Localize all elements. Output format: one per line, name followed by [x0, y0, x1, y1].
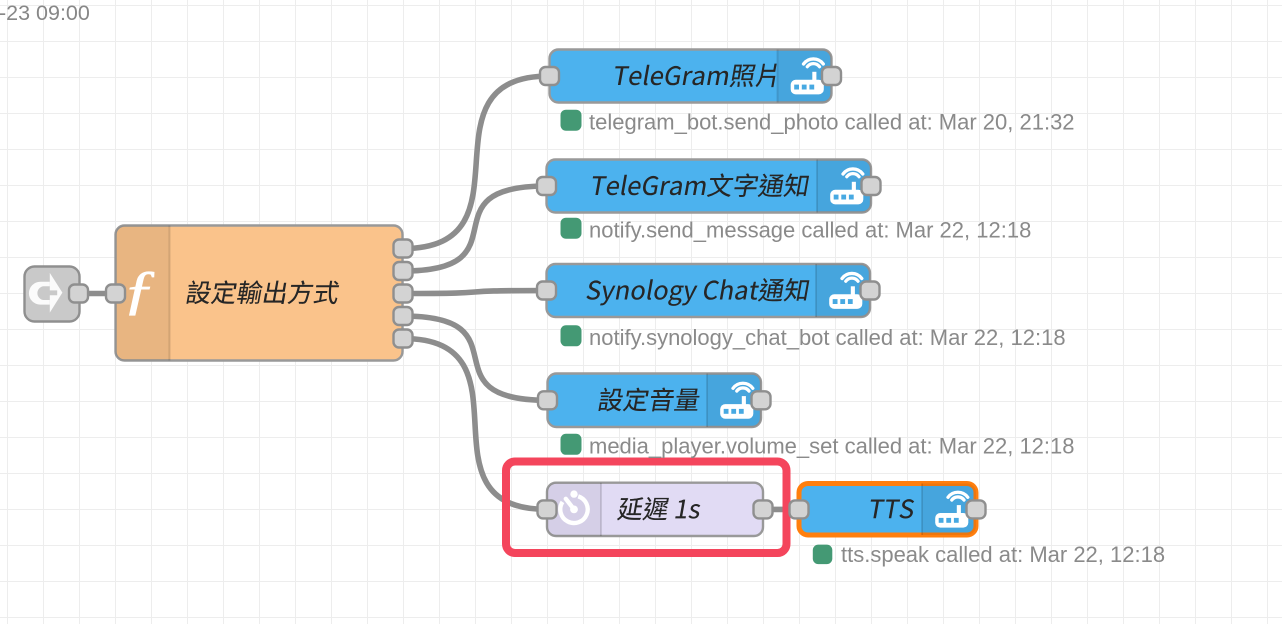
svg-text:notify.send_message called at:: notify.send_message called at: Mar 22, 1… [589, 218, 1031, 243]
svg-text:telegram_bot.send_photo called: telegram_bot.send_photo called at: Mar 2… [589, 110, 1075, 135]
svg-text:tts.speak called at: Mar 22, 1: tts.speak called at: Mar 22, 12:18 [841, 542, 1165, 567]
svg-text:-23 09:00: -23 09:00 [0, 1, 90, 25]
svg-text:media_player.volume_set called: media_player.volume_set called at: Mar 2… [589, 434, 1075, 459]
svg-text:notify.synology_chat_bot calle: notify.synology_chat_bot called at: Mar … [589, 325, 1066, 350]
